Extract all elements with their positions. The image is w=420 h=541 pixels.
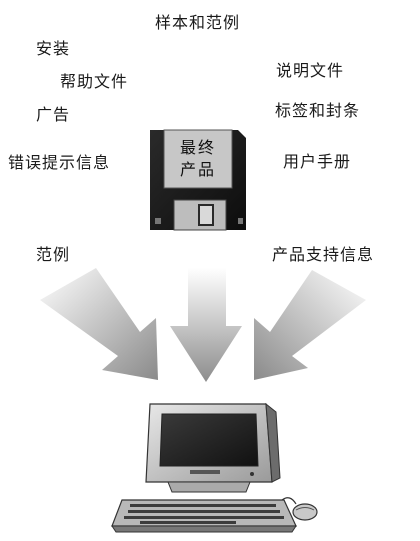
arrow-icon [254, 270, 366, 380]
arrow-icon [170, 268, 242, 382]
disk-label-line1: 最终 [179, 138, 216, 157]
computer-icon [111, 402, 318, 533]
arrow-icon [40, 268, 158, 380]
label-ads: 广告 [36, 105, 71, 124]
disk-label-line2: 产品 [179, 160, 216, 179]
label-samples: 样本和范例 [155, 13, 241, 32]
label-user-manual: 用户手册 [283, 152, 352, 171]
label-labels-seals: 标签和封条 [275, 101, 361, 120]
label-error-messages: 错误提示信息 [8, 153, 111, 172]
label-support-info: 产品支持信息 [272, 245, 375, 264]
label-install: 安装 [36, 39, 71, 58]
label-readme: 说明文件 [276, 61, 345, 80]
label-help-files: 帮助文件 [60, 72, 129, 91]
label-examples: 范例 [36, 245, 71, 264]
